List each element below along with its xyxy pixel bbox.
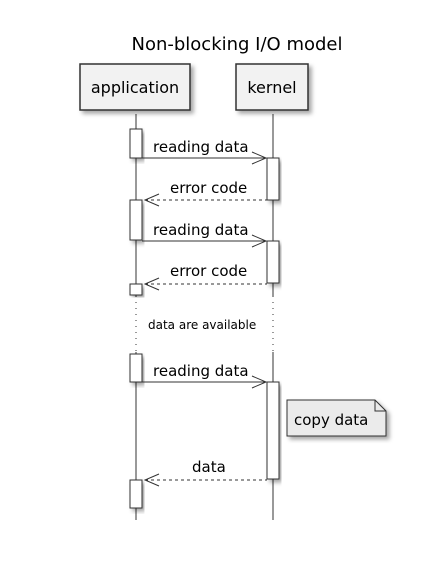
message-1: reading data — [142, 138, 268, 165]
message-5-label: reading data — [153, 362, 249, 380]
participant-kernel-label: kernel — [247, 78, 296, 97]
message-3-label: reading data — [153, 221, 249, 239]
message-6-label: data — [192, 458, 226, 476]
note-copy-data: copy data — [286, 399, 387, 437]
participant-application-label: application — [91, 78, 179, 97]
participant-application[interactable]: application — [79, 63, 191, 111]
message-4-label: error code — [170, 262, 247, 280]
activation-kernel-3 — [266, 381, 280, 480]
activation-application-2 — [129, 199, 143, 241]
message-4: error code — [143, 262, 267, 291]
activation-application-1 — [129, 128, 143, 159]
message-2-label: error code — [170, 179, 247, 197]
message-5: reading data — [142, 362, 268, 389]
activation-application-4 — [129, 353, 143, 383]
activation-application-5 — [129, 479, 143, 509]
note-label: copy data — [294, 411, 368, 429]
activation-kernel-2 — [266, 240, 280, 284]
activation-application-3 — [129, 283, 143, 296]
message-3: reading data — [142, 221, 268, 248]
message-6: data — [143, 458, 267, 487]
diagram-title: Non-blocking I/O model — [131, 34, 342, 55]
activation-kernel-1 — [266, 157, 280, 201]
message-1-label: reading data — [153, 138, 249, 156]
participant-kernel[interactable]: kernel — [235, 63, 309, 111]
delay-label: data are available — [148, 318, 256, 332]
message-2: error code — [143, 179, 267, 207]
